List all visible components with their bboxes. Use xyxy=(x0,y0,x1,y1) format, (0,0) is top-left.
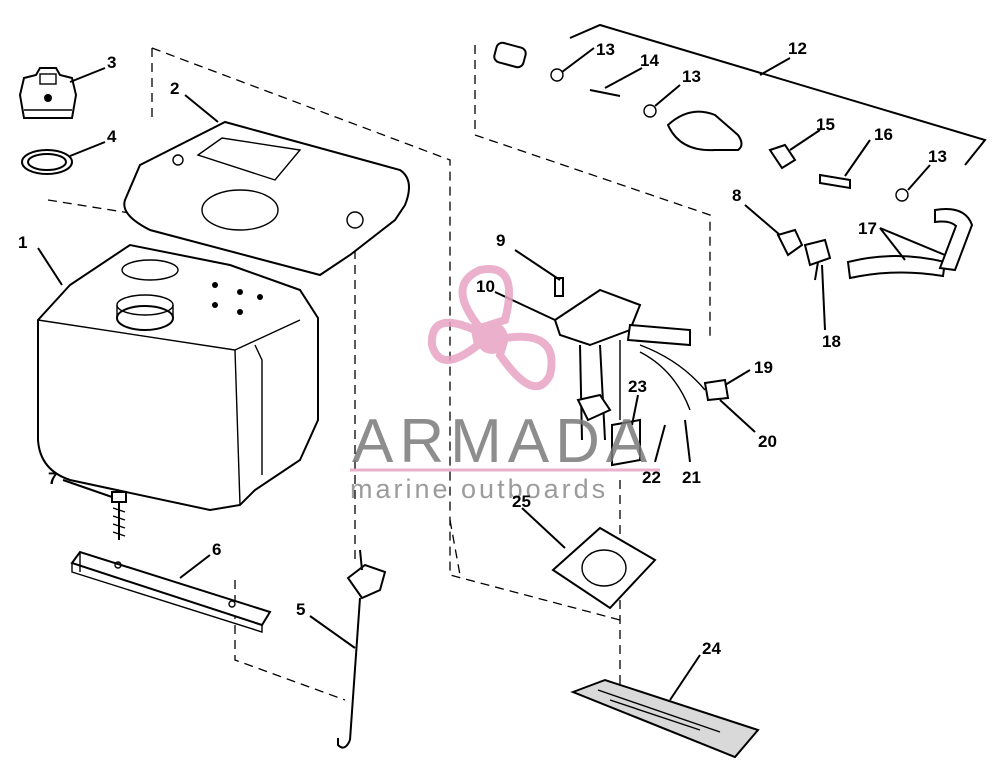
callout-23: 23 xyxy=(628,377,647,396)
callout-13b: 13 xyxy=(682,67,701,86)
callout-9: 9 xyxy=(496,231,505,250)
callout-14: 14 xyxy=(640,51,659,70)
callout-24: 24 xyxy=(702,639,721,658)
callout-5: 5 xyxy=(296,600,305,619)
callout-numbers: 1 2 3 4 5 6 7 8 9 10 12 13 13 13 13 14 1… xyxy=(18,39,947,658)
watermark-brand: ARMADA xyxy=(352,407,653,476)
part-mounting-bracket xyxy=(70,550,272,633)
callout-4: 4 xyxy=(107,127,117,146)
callout-12: 12 xyxy=(788,39,807,58)
part-tank-cover xyxy=(123,120,410,277)
callout-15: 15 xyxy=(816,115,835,134)
callout-22: 22 xyxy=(642,468,661,487)
part-fuel-pickup xyxy=(553,277,730,467)
callout-1: 1 xyxy=(18,233,27,252)
callout-6: 6 xyxy=(212,540,221,559)
callout-10: 10 xyxy=(476,277,495,296)
callout-3: 3 xyxy=(107,53,116,72)
callout-2: 2 xyxy=(170,79,179,98)
part-filler-cap xyxy=(18,67,78,119)
callout-17: 17 xyxy=(858,219,877,238)
callout-18: 18 xyxy=(822,332,841,351)
watermark: ARMADA marine outboards xyxy=(350,265,660,504)
callout-8: 8 xyxy=(732,186,741,205)
part-fuel-hose-kit xyxy=(493,41,974,281)
part-pickup-gasket xyxy=(551,526,657,610)
callout-leaders xyxy=(37,23,987,701)
callout-7: 7 xyxy=(48,469,57,488)
propeller-logo xyxy=(427,265,556,391)
callout-13a: 13 xyxy=(596,40,615,59)
part-screw-bracket xyxy=(111,491,127,540)
callout-19: 19 xyxy=(754,358,773,377)
watermark-tagline: marine outboards xyxy=(350,474,608,504)
callout-25: 25 xyxy=(512,492,531,511)
callout-20: 20 xyxy=(758,432,777,451)
part-base-plate xyxy=(570,678,760,759)
part-fuel-tank xyxy=(37,243,319,512)
part-fuel-gauge xyxy=(337,549,387,749)
callout-16: 16 xyxy=(874,125,893,144)
part-cap-gasket xyxy=(21,149,73,175)
callout-21: 21 xyxy=(682,468,701,487)
callout-13c: 13 xyxy=(928,147,947,166)
